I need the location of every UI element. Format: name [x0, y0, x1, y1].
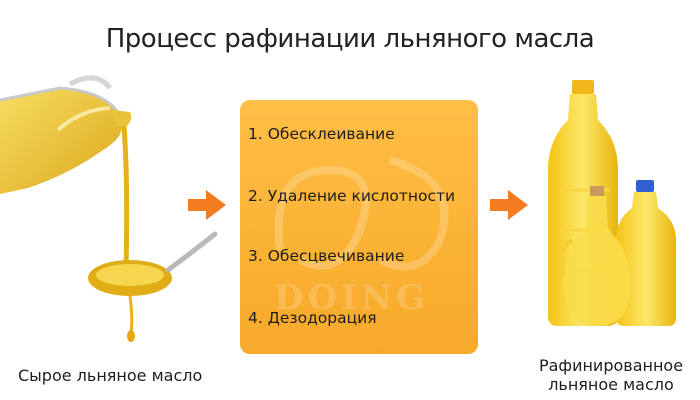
process-steps-box: DOING 1. Обесклеивание 2. Удаление кисло…: [240, 100, 478, 354]
step-bleaching: 3. Обесцвечивание: [248, 247, 405, 265]
step-deodorization: 4. Дезодорация: [248, 309, 377, 327]
page-title: Процесс рафинации льняного масла: [105, 24, 595, 54]
pouring-oil-jug-spoon-icon: [0, 70, 225, 360]
caption-refined-oil: Рафинированное льняное масло: [522, 356, 700, 394]
caption-raw-oil: Сырое льняное масло: [18, 366, 203, 385]
step-deacidification: 2. Удаление кислотности: [248, 187, 456, 205]
step-degumming: 1. Обесклеивание: [248, 125, 395, 143]
caption-refined-line1: Рафинированное: [538, 356, 684, 375]
arrow-right-icon: [188, 190, 226, 220]
caption-refined-line2: льняное масло: [548, 375, 674, 394]
oil-bottles-icon: [520, 80, 700, 350]
watermark-text: DOING: [274, 278, 430, 318]
watermark-logo: DOING: [240, 100, 478, 354]
arrow-right-icon: [490, 190, 528, 220]
